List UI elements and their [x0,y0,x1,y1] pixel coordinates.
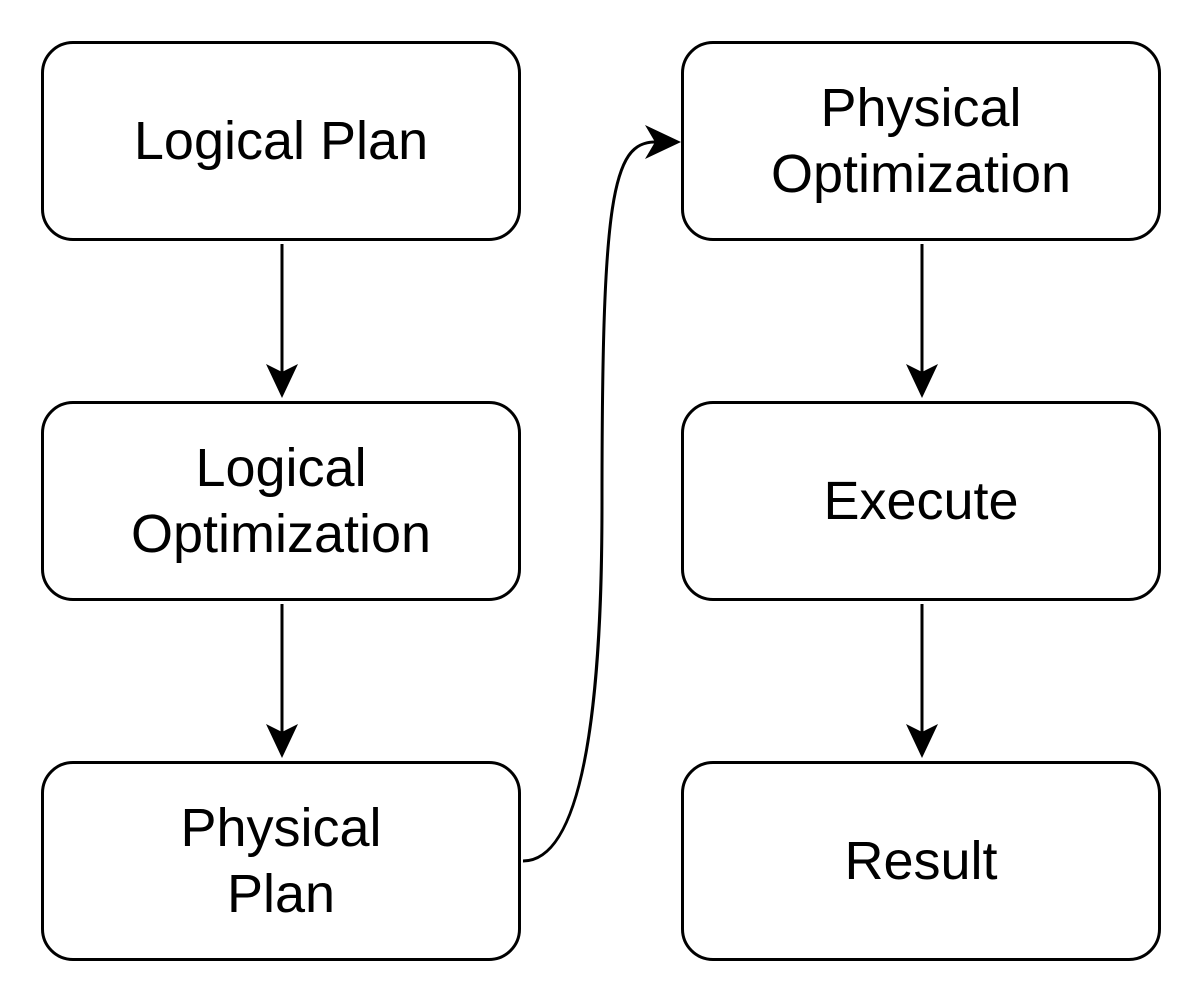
node-logical-optimization: Logical Optimization [41,401,521,601]
edge-physical-plan-to-physical-optimization [522,125,681,863]
node-label: Execute [823,471,1019,531]
node-label: Physical Plan [180,798,382,924]
node-label: Physical Optimization [770,78,1072,204]
node-physical-plan: Physical Plan [41,761,521,961]
node-physical-optimization: Physical Optimization [681,41,1161,241]
node-label: Result [844,831,998,891]
node-label: Logical Optimization [130,438,432,564]
node-result: Result [681,761,1161,961]
edge-logical-optimization-to-physical-plan [266,604,298,758]
node-logical-plan: Logical Plan [41,41,521,241]
node-label: Logical Plan [133,111,429,171]
edge-execute-to-result [906,604,938,758]
edge-physical-optimization-to-execute [906,244,938,398]
edge-logical-plan-to-logical-optimization [266,244,298,398]
node-execute: Execute [681,401,1161,601]
